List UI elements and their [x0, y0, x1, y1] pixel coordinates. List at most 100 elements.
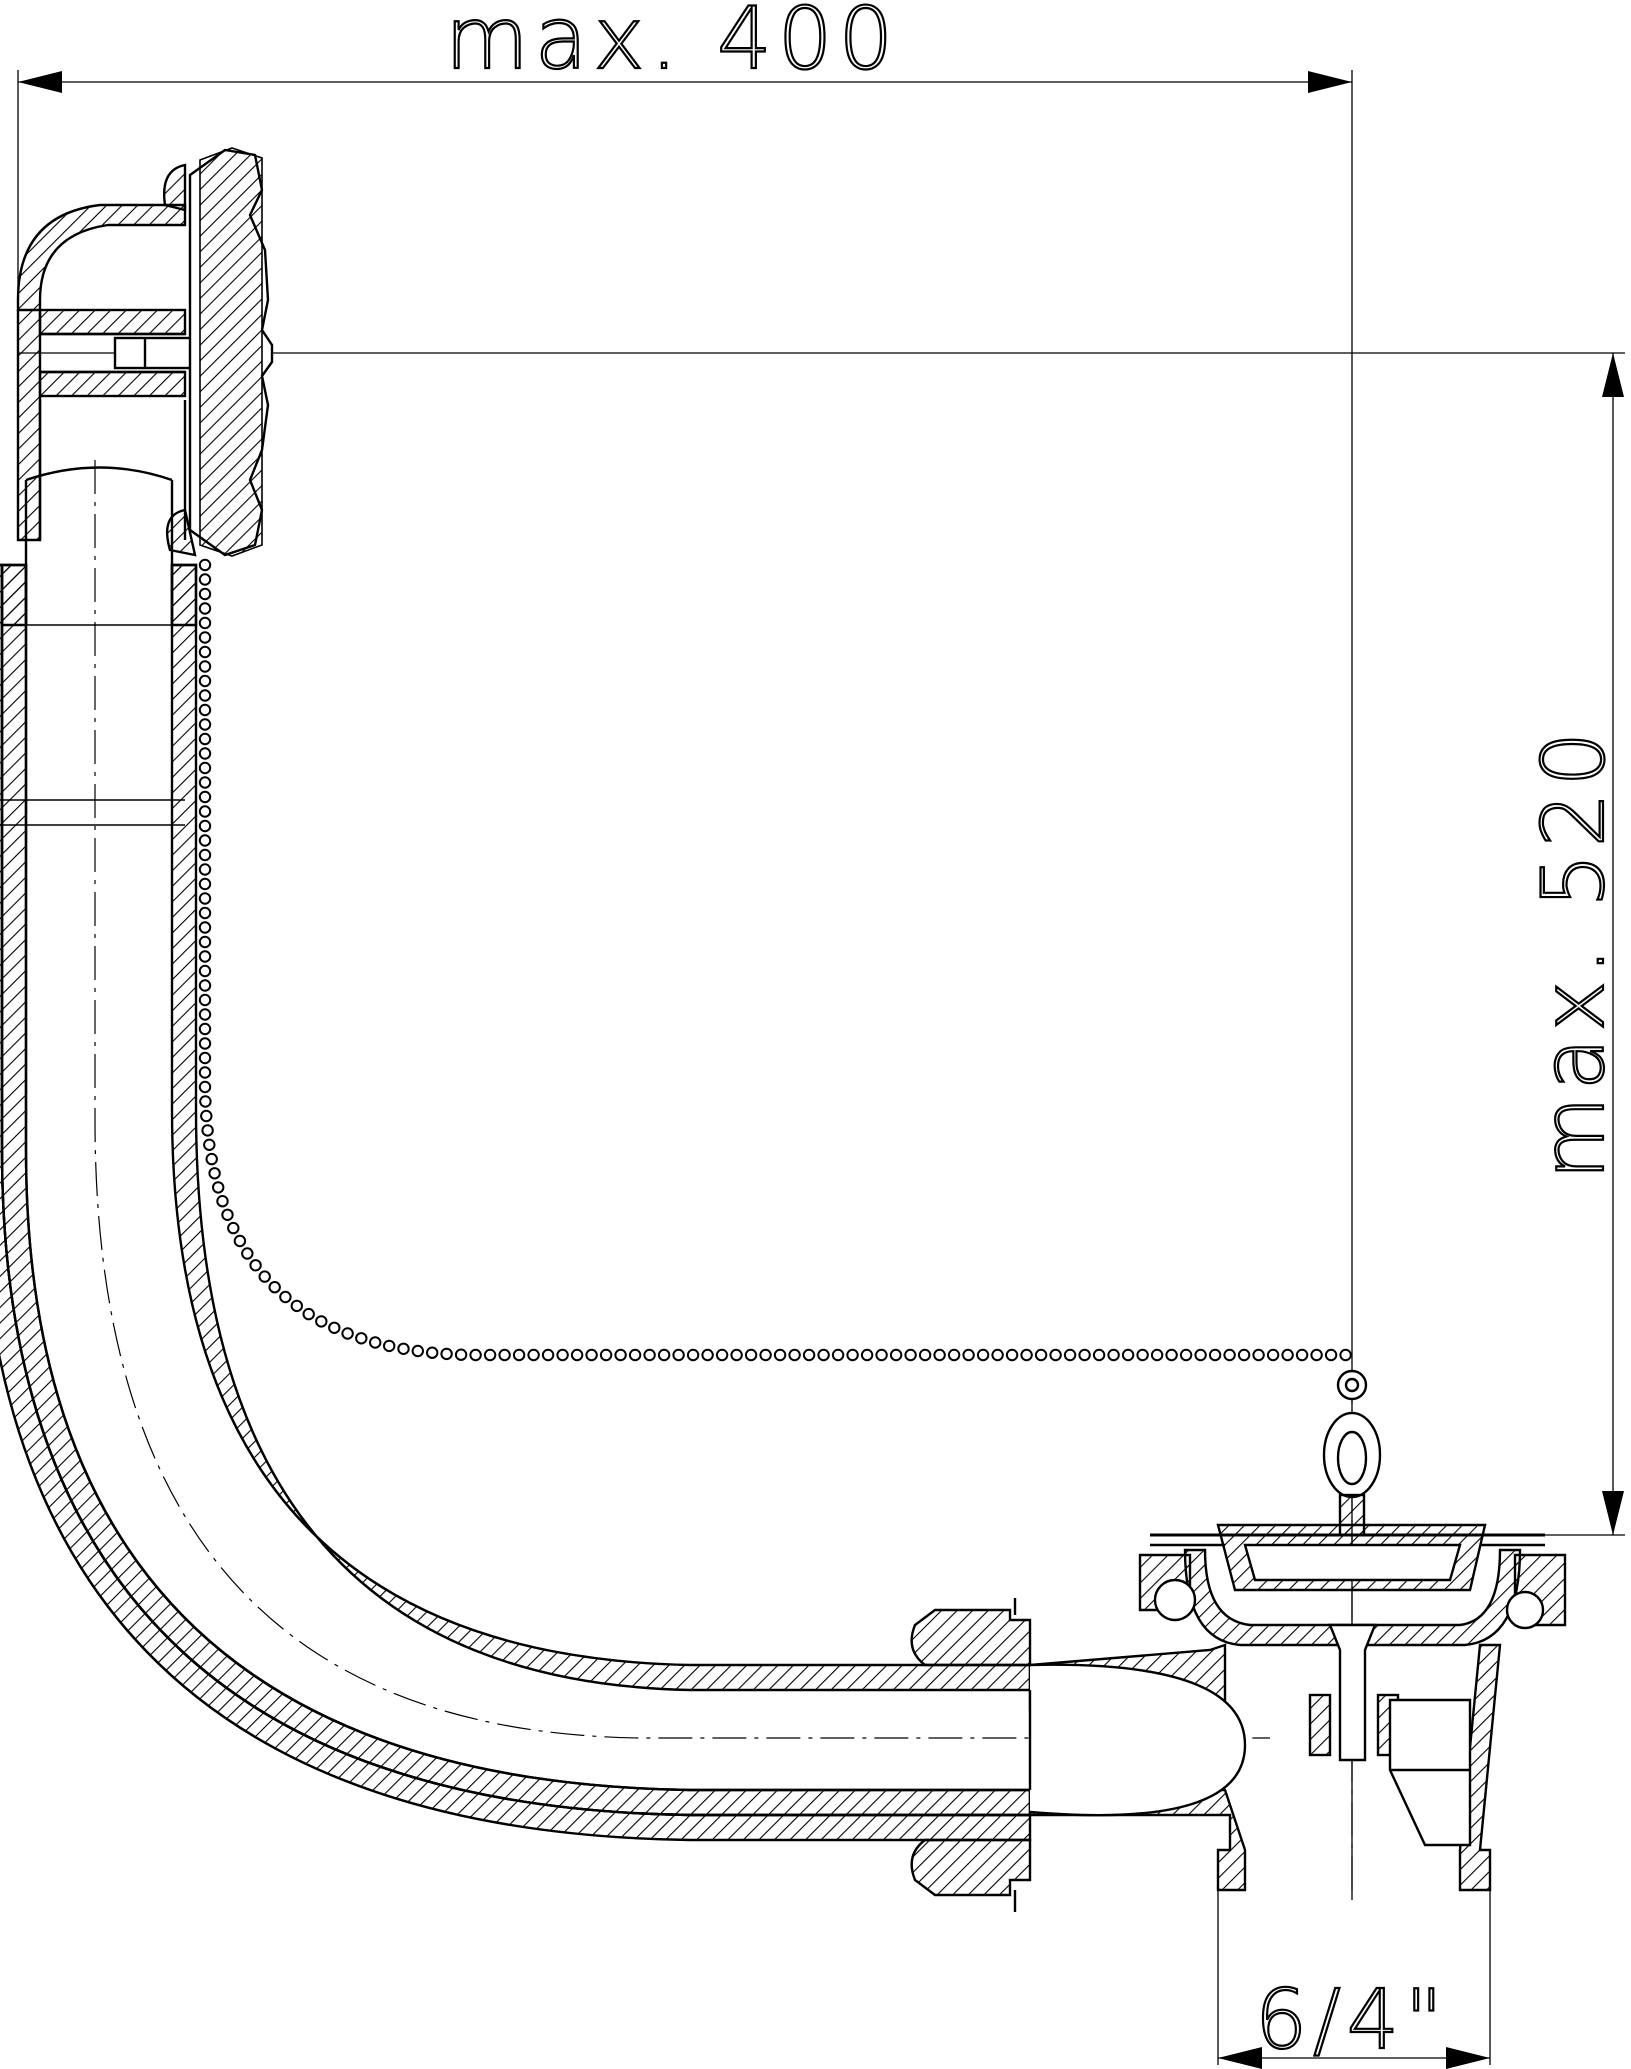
chain-bead: [233, 1234, 247, 1248]
chain-bead: [426, 1346, 439, 1359]
chain-bead: [1339, 1348, 1352, 1362]
chain-bead: [198, 1080, 212, 1094]
chain-bead: [614, 1348, 627, 1362]
chain-bead: [672, 1348, 685, 1362]
chain-bead: [198, 703, 212, 717]
main-pipe: [0, 466, 1032, 1842]
chain-bead: [744, 1348, 758, 1362]
coupling-nut-top: [910, 1608, 1032, 1667]
chain-bead: [198, 790, 212, 804]
chain-bead: [198, 906, 212, 920]
chain-bead: [599, 1348, 613, 1362]
chain-bead: [205, 1152, 218, 1166]
chain-bead: [198, 979, 212, 992]
chain-bead: [962, 1348, 975, 1362]
chain-bead: [198, 660, 212, 673]
chain-bead: [198, 993, 212, 1007]
chain-bead: [198, 1022, 212, 1036]
chain-bead: [657, 1348, 671, 1362]
chain-bead: [715, 1348, 729, 1362]
chain-bead: [200, 1109, 213, 1123]
drain-body: [1028, 1369, 1567, 1892]
chain-bead: [686, 1348, 700, 1362]
chain-bead: [216, 1195, 229, 1208]
outlet-dimension-label: 6/4": [1255, 1973, 1449, 2068]
chain-bead: [469, 1348, 482, 1362]
chain-bead: [947, 1348, 961, 1362]
chain-bead: [585, 1348, 598, 1362]
chain-bead: [315, 1315, 328, 1328]
chain-bead: [198, 776, 212, 789]
chain-bead: [730, 1348, 743, 1362]
chain-bead: [1223, 1348, 1236, 1362]
chain-bead: [1208, 1348, 1222, 1362]
chain-bead: [933, 1348, 946, 1362]
chain-bead: [328, 1321, 341, 1335]
chain-bead: [1034, 1348, 1048, 1362]
pipe-inner-wall: [170, 563, 1032, 1692]
chain-bead: [208, 1167, 221, 1180]
chain-bead: [440, 1347, 453, 1361]
chain-bead: [198, 819, 212, 833]
chain-bead: [198, 689, 212, 702]
chain-bead: [1020, 1348, 1033, 1362]
chain-bead: [773, 1348, 787, 1362]
chain-bead: [199, 1095, 212, 1108]
chain-bead: [904, 1348, 917, 1362]
chain-bead: [831, 1348, 845, 1362]
chain-bead: [875, 1348, 888, 1362]
chain-bead: [198, 587, 212, 601]
chain-bead: [198, 805, 212, 818]
chain-bead: [1121, 1348, 1135, 1362]
drain-screw: [1328, 1623, 1377, 1762]
pipe-coupling: [910, 1598, 1032, 1912]
chain-bead: [198, 950, 212, 963]
chain-bead: [198, 602, 212, 615]
chain-bead: [483, 1348, 497, 1362]
chain-bead: [198, 935, 212, 949]
chain-bead: [1237, 1348, 1251, 1362]
chain-bead: [198, 877, 212, 891]
chain-bead: [249, 1259, 262, 1272]
chain-bead: [527, 1348, 540, 1362]
chain-bead: [628, 1348, 642, 1362]
chain-bead: [1107, 1348, 1120, 1362]
chain-bead: [1165, 1348, 1178, 1362]
chain-bead: [221, 1208, 234, 1222]
chain-bead: [541, 1348, 555, 1362]
chain-bead: [369, 1336, 382, 1349]
chain-bead: [198, 1037, 212, 1050]
chain-bead: [788, 1348, 801, 1362]
chain-bead: [918, 1348, 932, 1362]
chain-bead: [1150, 1348, 1164, 1362]
overflow-head: [16, 147, 274, 557]
chain-bead: [198, 573, 212, 586]
chain-bead: [1005, 1348, 1019, 1362]
chain-bead: [198, 834, 212, 847]
chain-bead: [1078, 1348, 1091, 1362]
chain-bead: [817, 1348, 830, 1362]
chain-bead: [198, 761, 212, 775]
chain-bead: [198, 1008, 212, 1021]
plug-chain: [198, 558, 1352, 1362]
chain-bead: [198, 616, 212, 630]
chain-bead: [1310, 1348, 1323, 1362]
chain-bead: [1179, 1348, 1193, 1362]
chain-bead: [701, 1348, 714, 1362]
chain-bead: [198, 1051, 212, 1065]
chain-bead: [198, 674, 212, 688]
chain-bead: [268, 1281, 281, 1294]
chain-bead: [498, 1348, 511, 1362]
height-dimension-label: max. 520: [1524, 726, 1624, 1180]
chain-bead: [512, 1348, 526, 1362]
chain-bead: [198, 718, 212, 731]
dimension-lines: [17, 70, 1625, 2069]
chain-bead: [976, 1348, 990, 1362]
chain-bead: [1049, 1348, 1062, 1362]
chain-bead: [258, 1270, 271, 1283]
chain-bead: [290, 1299, 303, 1313]
chain-bead: [203, 1138, 216, 1152]
chain-bead: [279, 1290, 292, 1304]
overflow-elbow-housing: [16, 203, 187, 312]
chain-bead: [454, 1348, 468, 1361]
